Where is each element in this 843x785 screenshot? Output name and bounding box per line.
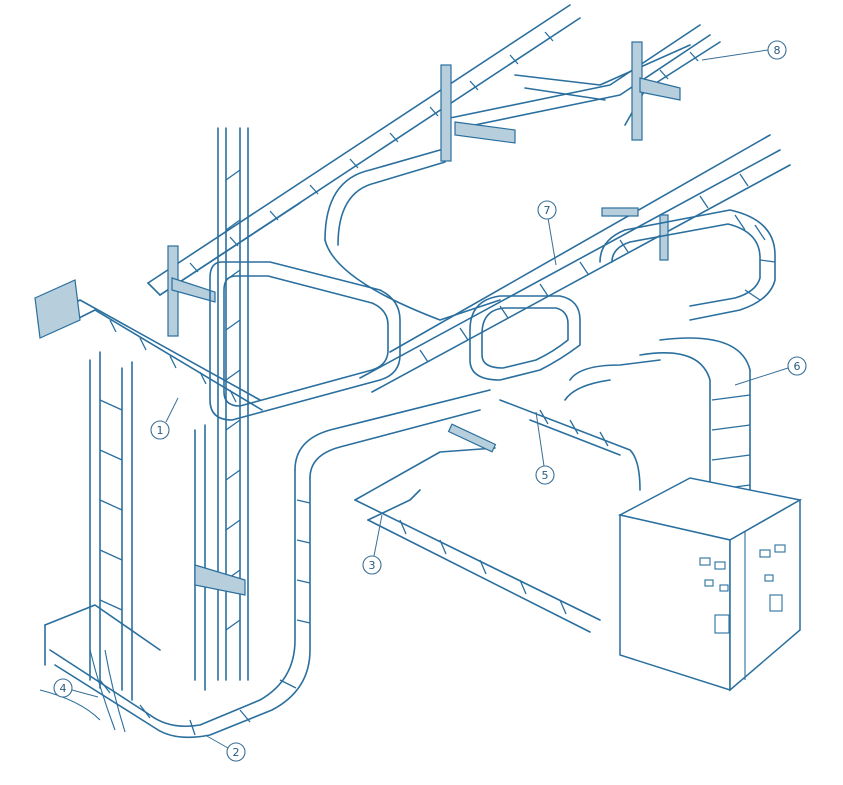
left-feed-tray	[34, 279, 263, 411]
inner-loop-tray	[469, 295, 661, 401]
callout-3-label: 3	[369, 559, 376, 572]
upper-ladder-tray	[147, 4, 581, 296]
callout-2-label: 2	[233, 746, 240, 759]
callout-1-label: 1	[157, 424, 164, 437]
callout-7-label: 7	[544, 204, 551, 217]
center-loop-tray	[209, 261, 401, 421]
callout-1: 1	[150, 397, 179, 440]
callout-4-label: 4	[60, 682, 67, 695]
electrical-cabinet	[617, 477, 803, 692]
callout-5: 5	[535, 411, 555, 485]
callout-2: 2	[204, 734, 246, 762]
hanger-supports	[167, 41, 681, 337]
callout-8: 8	[701, 40, 787, 61]
vertical-ladder-tall	[217, 127, 249, 681]
callout-6-label: 6	[794, 360, 801, 373]
callout-4: 4	[53, 678, 99, 698]
callout-6: 6	[734, 356, 807, 386]
drop-tray-to-cabinet	[639, 337, 751, 501]
callout-5-label: 5	[542, 469, 549, 482]
main-ladder-tray	[359, 134, 791, 393]
lower-ladder-tray	[354, 423, 601, 633]
callout-8-label: 8	[774, 44, 781, 57]
right-loop-tray	[599, 209, 776, 321]
branch-to-cabinet	[499, 399, 641, 491]
callout-3: 3	[362, 514, 383, 575]
floor-tray	[39, 604, 161, 733]
bottom-elbow-tray	[49, 389, 491, 739]
left-vertical-tray	[89, 351, 246, 701]
top-curve-tray	[324, 149, 501, 321]
callout-7: 7	[537, 200, 557, 266]
